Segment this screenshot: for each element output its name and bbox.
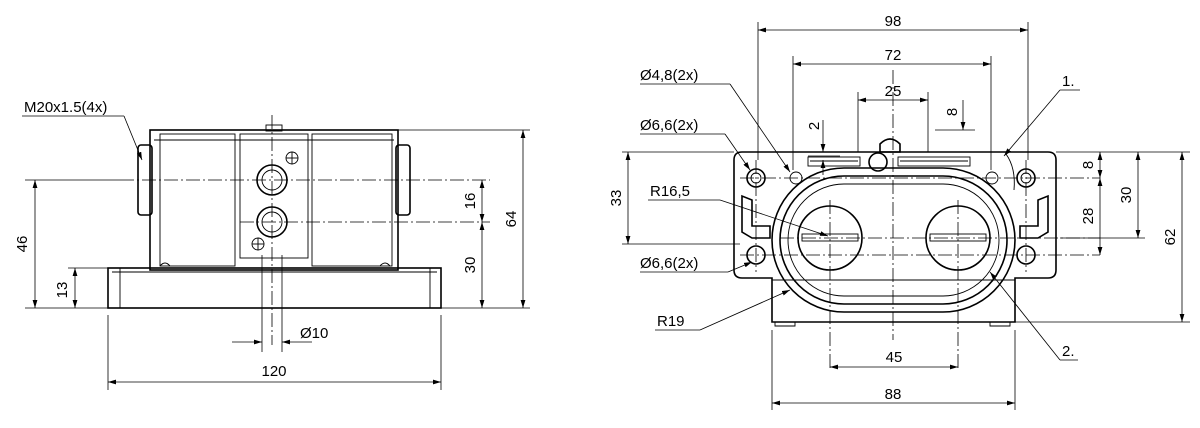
radius-19-callout: R19	[657, 313, 685, 330]
housing-body	[149, 129, 399, 271]
dim-2-label: 2	[806, 122, 823, 130]
base-plate	[107, 267, 442, 309]
dim-30-label: 30	[462, 257, 479, 274]
top-view: 98 72 25 2 8 Ø4,8(2x) Ø6,6(2x) R16,5 33	[608, 13, 1190, 410]
dim-45-label: 45	[886, 349, 903, 366]
plunger	[868, 152, 888, 172]
dim-8-right-label: 8	[1080, 161, 1097, 169]
dim-33-label: 33	[608, 190, 625, 207]
obround-outer	[771, 167, 1016, 313]
callout-1-label: 1.	[1062, 73, 1075, 90]
radius-165-callout: R16,5	[650, 183, 690, 200]
hole-66-bottom-callout: Ø6,6(2x)	[640, 255, 698, 272]
dim-13-label: 13	[54, 282, 71, 299]
dim-64-label: 64	[503, 211, 520, 228]
dim-62-label: 62	[1162, 229, 1179, 246]
dim-8-top-label: 8	[944, 108, 961, 116]
dim-25-label: 25	[885, 83, 902, 100]
dim-16-label: 16	[462, 193, 479, 210]
dim-88-label: 88	[885, 386, 902, 403]
dim-46-label: 46	[14, 236, 31, 253]
dim-98-label: 98	[885, 13, 902, 30]
hole-66-top-callout: Ø6,6(2x)	[640, 117, 698, 134]
dim-28-label: 28	[1080, 208, 1097, 225]
front-view: 46 13 16 30 64 Ø10 120 M20x1.5(4x)	[14, 99, 530, 390]
callout-2-label: 2.	[1062, 343, 1075, 360]
thread-callout: M20x1.5(4x)	[24, 99, 107, 116]
dim-bore-label: Ø10	[300, 325, 328, 342]
hole-48-callout: Ø4,8(2x)	[640, 67, 698, 84]
dim-72-label: 72	[885, 47, 902, 64]
dim-30-right-label: 30	[1118, 187, 1135, 204]
dim-120-label: 120	[261, 363, 286, 380]
